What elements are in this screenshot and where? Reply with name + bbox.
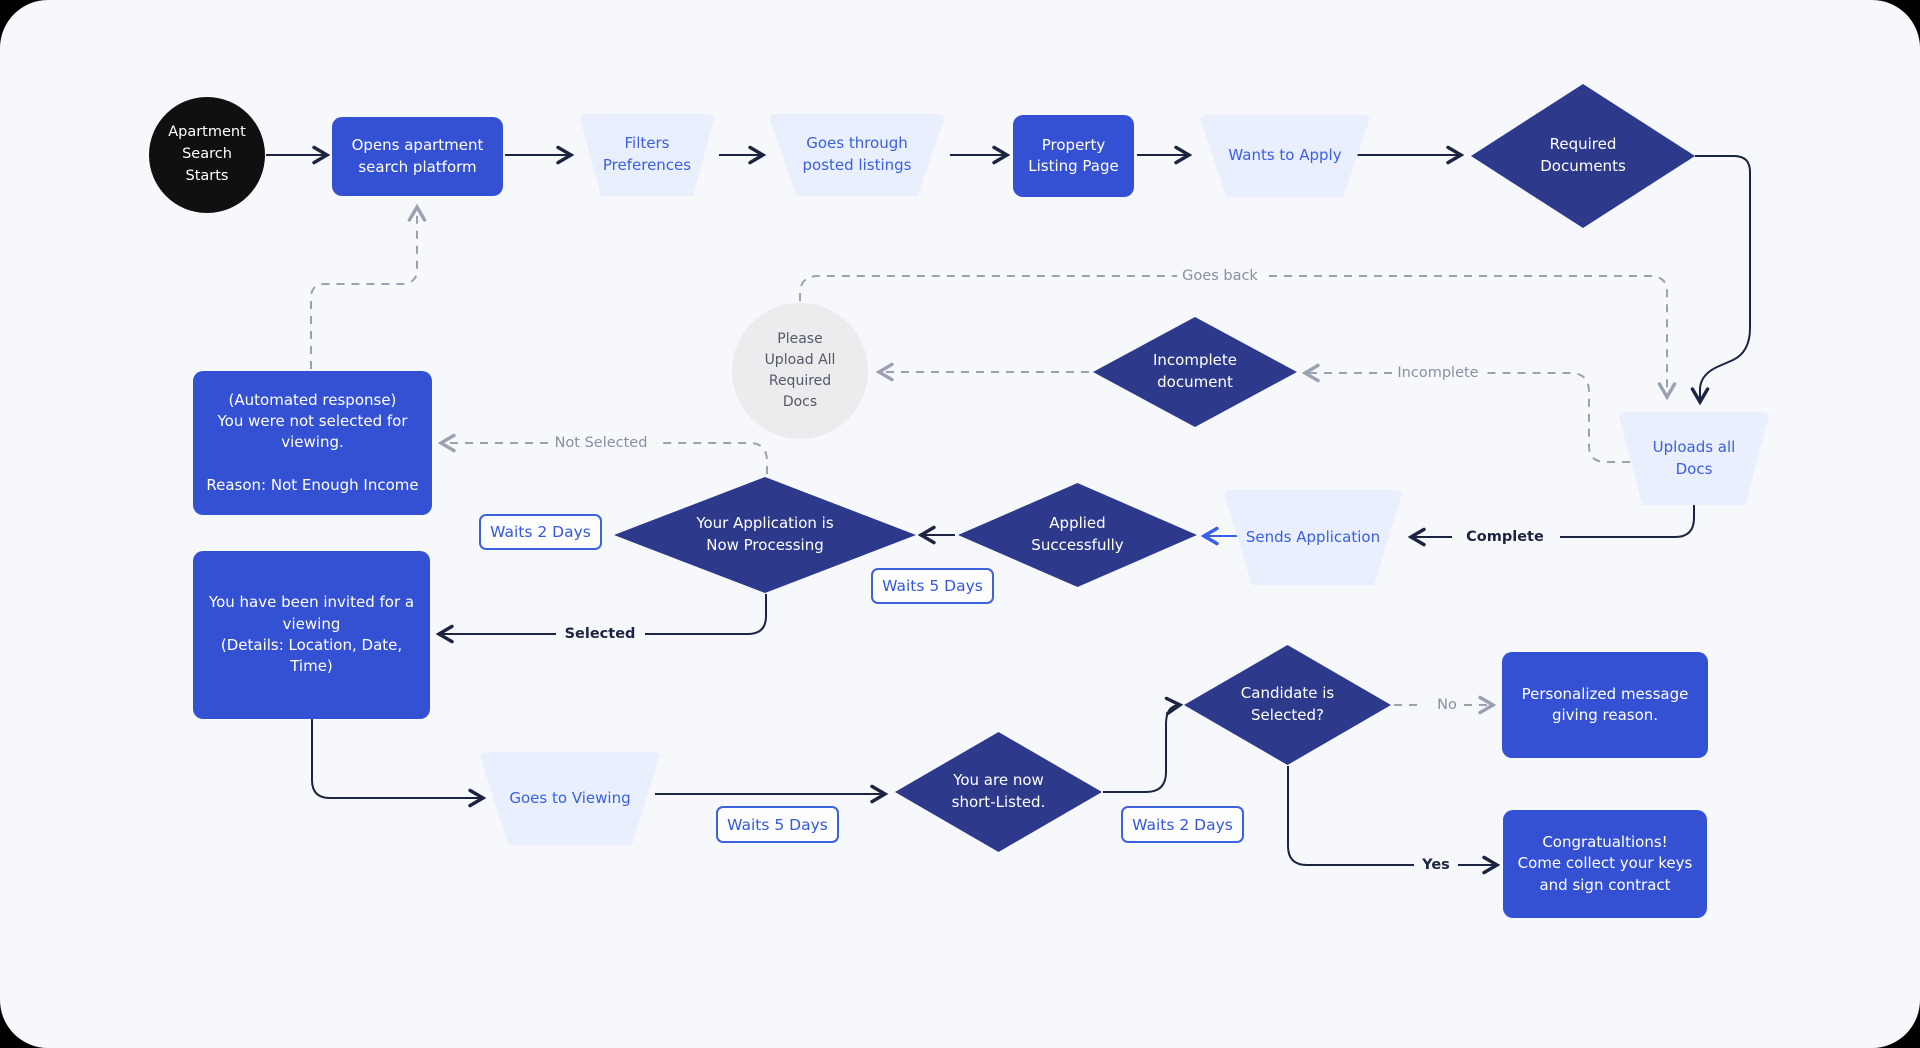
flow-edge: [1484, 372, 1630, 463]
waits-5-days-second-node: Waits 5 Days: [716, 806, 839, 843]
waits-2-days-second-node: Waits 2 Days: [1121, 806, 1244, 843]
waits-2-days-first-node: Waits 2 Days: [479, 514, 602, 550]
waits-5-days-first-node: Waits 5 Days: [871, 568, 994, 604]
yes-edge-label: Yes: [1417, 857, 1455, 873]
incomplete-edge-label: Incomplete: [1392, 365, 1484, 381]
candidate-selected-label: Candidate is Selected?: [1240, 684, 1335, 724]
flow-edge: [1103, 696, 1184, 793]
opens-platform-label: Opens apartment search platform: [351, 136, 484, 176]
flow-edge: [656, 442, 768, 474]
application-processing-label: Your Application is Now Processing: [696, 514, 834, 554]
goes-through-listings-node: Goes through posted listings: [768, 114, 946, 196]
not-selected-edge-label: Not Selected: [549, 435, 653, 451]
filters-preferences-node: Filters Preferences: [579, 114, 715, 196]
invited-viewing-label: You have been invited for a viewing (Det…: [208, 593, 415, 676]
wants-to-apply-node: Wants to Apply: [1199, 115, 1371, 197]
property-listing-page-label: Property Listing Page: [1028, 135, 1119, 175]
automated-response-node: (Automated response) You were not select…: [193, 371, 432, 515]
personalized-message-label: Personalized message giving reason.: [1521, 684, 1689, 724]
start-circle-label: Apartment Search Starts: [168, 124, 246, 184]
flow-edge: [1287, 766, 1414, 866]
flow-edge: [1254, 275, 1677, 401]
flow-edge: [799, 275, 1186, 301]
please-upload-circle-node: Please Upload All Required Docs: [732, 303, 868, 439]
invited-viewing-node: You have been invited for a viewing (Det…: [193, 551, 430, 719]
filters-preferences-label: Filters Preferences: [602, 134, 692, 174]
please-upload-circle-label: Please Upload All Required Docs: [764, 331, 836, 410]
applied-successfully-label: Applied Successfully: [1031, 514, 1124, 554]
selected-edge-label: Selected: [559, 626, 641, 642]
congratulations-label: Congratualtions! Come collect your keys …: [1517, 833, 1693, 894]
required-documents-label: Required Documents: [1540, 135, 1626, 175]
automated-response-label: (Automated response) You were not select…: [206, 390, 419, 494]
incomplete-document-label: Incomplete document: [1153, 351, 1237, 391]
start-circle-node: Apartment Search Starts: [149, 97, 265, 213]
flow-edge: [645, 594, 767, 635]
flow-edge: [1690, 155, 1751, 406]
wants-to-apply-label: Wants to Apply: [1228, 146, 1342, 165]
waits-5-days-second-label: Waits 5 Days: [727, 815, 828, 834]
flow-edge: [310, 203, 427, 369]
short-listed-label: You are now short-Listed.: [951, 771, 1046, 811]
sends-application-node: Sends Application: [1223, 490, 1403, 585]
personalized-message-node: Personalized message giving reason.: [1502, 652, 1708, 758]
uploads-all-docs-node: Uploads all Docs: [1618, 412, 1770, 505]
waits-2-days-first-label: Waits 2 Days: [490, 523, 591, 541]
goes-back-edge-label: Goes back: [1177, 268, 1263, 284]
complete-edge-label: Complete: [1461, 529, 1549, 545]
property-listing-page-node: Property Listing Page: [1013, 115, 1134, 197]
waits-5-days-first-label: Waits 5 Days: [882, 577, 983, 595]
uploads-all-docs-label: Uploads all Docs: [1652, 437, 1736, 478]
goes-through-listings-label: Goes through posted listings: [802, 134, 912, 174]
congratulations-node: Congratualtions! Come collect your keys …: [1503, 810, 1707, 918]
sends-application-label: Sends Application: [1245, 527, 1381, 546]
waits-2-days-second-label: Waits 2 Days: [1132, 815, 1233, 834]
goes-to-viewing-label: Goes to Viewing: [509, 788, 631, 807]
flow-edge: [1560, 505, 1695, 538]
goes-to-viewing-node: Goes to Viewing: [479, 752, 661, 845]
no-edge-label: No: [1432, 697, 1462, 713]
flow-edge: [311, 719, 487, 808]
opens-platform-node: Opens apartment search platform: [332, 117, 503, 196]
